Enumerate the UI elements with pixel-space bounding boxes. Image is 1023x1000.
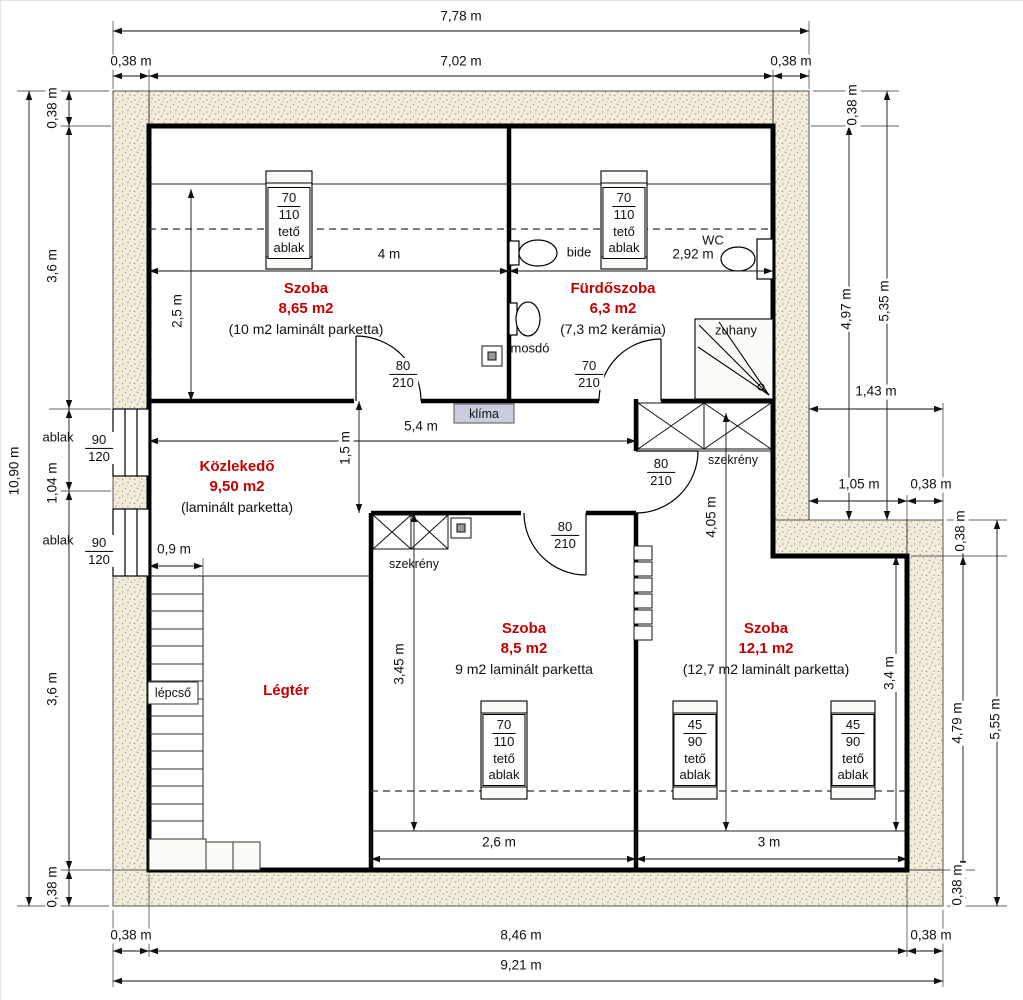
room-label-furdoszoba: Fürdőszoba 6,3 m2 (7,3 m2 kerámia) — [560, 279, 666, 337]
wardrobe-label-2: szekrény — [388, 557, 440, 571]
dim-bath-width: 2,92 m — [670, 246, 716, 263]
stairs-bottom-steps — [148, 838, 261, 871]
dim-bottom-total: 9,21 m — [498, 957, 544, 974]
dimension-lines — [25, 27, 1001, 985]
roof-window-label-2: 70 110 tető ablak — [602, 187, 646, 259]
vent-symbols — [450, 345, 503, 539]
stairs-treads — [149, 593, 203, 840]
dim-bottom-wall-left: 0,38 m — [108, 927, 154, 944]
dim-left-upper: 3,6 m — [44, 247, 61, 285]
dim-left-wall-top: 0,38 m — [44, 85, 61, 131]
dim-right-lower: 4,79 m — [949, 700, 966, 746]
dim-bottom-inner: 8,46 m — [498, 927, 544, 944]
window-size-2: 90 120 — [84, 534, 114, 568]
dim-left-mid: 1,04 m — [44, 460, 61, 506]
wardrobe-top-right — [637, 402, 772, 450]
dim-room3-height: 4,05 m — [703, 494, 720, 540]
window-label-2: ablak — [42, 532, 74, 548]
dim-step-total: 1,43 m — [853, 383, 899, 400]
door-size-bath: 70 210 — [574, 357, 604, 391]
dim-top-inner: 7,02 m — [438, 53, 484, 70]
exterior-walls — [112, 90, 944, 907]
dim-right-wall-bottom: 0,38 m — [949, 862, 966, 908]
dim-left-total: 10,90 m — [6, 444, 23, 498]
roof-window-label-5: 45 90 tető ablak — [831, 714, 875, 786]
dim-right-upper: 4,97 m — [838, 286, 855, 332]
dim-room1-depth: 2,5 m — [169, 292, 186, 330]
klima-label: klíma — [469, 407, 499, 421]
wardrobe-label-1: szekrény — [707, 453, 759, 467]
dim-notch-wall: 0,38 m — [952, 508, 969, 554]
dim-room3-depth: 3,4 m — [881, 654, 898, 692]
door-size-room2: 80 210 — [550, 518, 580, 552]
window-label-1: ablak — [42, 429, 74, 445]
dim-room3-width: 3 m — [755, 834, 783, 851]
dim-top-wall-right: 0,38 m — [768, 53, 814, 70]
dim-top-wall-left: 0,38 m — [108, 53, 154, 70]
wardrobe-room2 — [372, 514, 449, 550]
dim-corridor-depth: 1,5 m — [337, 429, 354, 467]
dim-bottom-wall-right: 0,38 m — [908, 927, 954, 944]
roof-dashed-lines — [149, 228, 907, 792]
dim-room2-depth: 3,45 m — [391, 641, 408, 687]
window-size-1: 90 120 — [84, 431, 114, 465]
door-size-room3: 80 210 — [646, 455, 676, 489]
dim-step-inner: 1,05 m — [836, 476, 882, 493]
dim-right-upper-total: 5,35 m — [876, 278, 893, 324]
room-label-legter: Légtér — [263, 681, 309, 699]
stairs-label: lépcső — [154, 686, 192, 700]
roof-window-label-4: 45 90 tető ablak — [673, 714, 717, 786]
dim-corridor-width: 5,4 m — [402, 418, 440, 435]
dim-stairs-width: 0,9 m — [155, 541, 193, 558]
stairs-label-box — [147, 681, 199, 705]
dim-room1-width: 4 m — [375, 246, 403, 263]
roof-window-label-1: 70 110 tető ablak — [267, 187, 311, 259]
sink-label: mosdó — [510, 340, 550, 356]
shower-symbol — [694, 318, 774, 400]
dim-room2-width: 2,6 m — [480, 834, 518, 851]
room-label-szoba-3: Szoba 12,1 m2 (12,7 m2 laminált parketta… — [682, 619, 850, 677]
dim-left-wall-bottom: 0,38 m — [44, 864, 61, 910]
dim-left-lower: 3,6 m — [44, 670, 61, 708]
room-label-szoba-1: Szoba 8,65 m2 (10 m2 laminált parketta) — [228, 279, 384, 337]
dim-right-wall-top: 0,38 m — [844, 82, 861, 128]
bidet-label: bide — [566, 244, 592, 260]
dim-top-total: 7,78 m — [438, 8, 484, 25]
door-swings — [355, 335, 699, 576]
shower-label: zuhany — [715, 322, 757, 338]
door-size-room1: 80 210 — [388, 357, 418, 391]
klima-unit — [453, 403, 515, 424]
wc-label: WC — [702, 232, 724, 248]
roof-window-label-3: 70 110 tető ablak — [482, 714, 526, 786]
dim-step-wall: 0,38 m — [908, 476, 954, 493]
dim-right-lower-total: 5,55 m — [987, 696, 1004, 742]
ladder-shelf — [633, 545, 653, 641]
left-wall-windows — [112, 408, 150, 577]
room-label-szoba-2: Szoba 8,5 m2 9 m2 laminált parketta — [455, 619, 593, 677]
room-label-kozlekedo: Közlekedő 9,50 m2 (laminált parketta) — [180, 457, 294, 515]
